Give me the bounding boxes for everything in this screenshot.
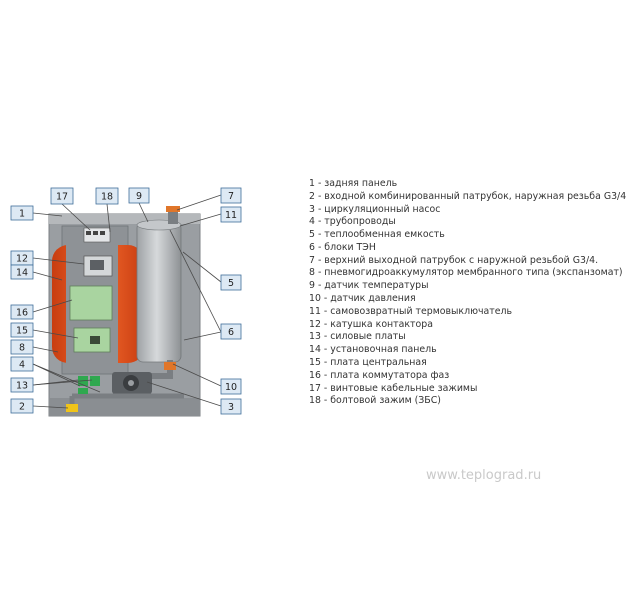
legend-item: 17 - винтовые кабельные зажимы	[309, 382, 478, 394]
svg-text:5: 5	[228, 278, 234, 289]
top-outlet-pipe	[168, 210, 178, 224]
callout-11: 11	[220, 206, 242, 223]
callout-2: 2	[10, 398, 34, 414]
callout-16: 16	[10, 304, 34, 320]
callout-5: 5	[220, 274, 242, 291]
callout-15: 15	[10, 322, 34, 338]
bottom-rail	[49, 398, 200, 416]
svg-text:4: 4	[19, 360, 25, 371]
legend-item: 5 - теплообменная емкость	[309, 229, 445, 241]
svg-text:18: 18	[101, 192, 113, 203]
svg-text:2: 2	[19, 402, 25, 413]
legend-item: 14 - установочная панель	[309, 344, 437, 356]
legend-item: 4 - трубопроводы	[309, 216, 396, 228]
watermark: www.teplograd.ru	[426, 468, 542, 483]
legend-item: 16 - плата коммутатора фаз	[309, 369, 450, 381]
svg-text:17: 17	[56, 192, 68, 203]
contactor-coil	[90, 260, 104, 270]
legend-item: 10 - датчик давления	[309, 293, 416, 305]
pipe-fitting	[164, 362, 176, 370]
callout-14: 14	[10, 264, 34, 280]
svg-text:13: 13	[16, 381, 28, 392]
svg-text:10: 10	[225, 382, 237, 393]
svg-text:15: 15	[16, 326, 28, 337]
top-rail	[49, 214, 200, 224]
svg-text:16: 16	[16, 308, 28, 319]
terminal-blocks	[83, 227, 111, 243]
svg-text:12: 12	[16, 254, 28, 265]
svg-text:11: 11	[225, 210, 237, 221]
top-outlet-nut	[166, 206, 180, 212]
callout-3: 3	[220, 398, 242, 415]
svg-text:1: 1	[19, 209, 25, 220]
callout-6: 6	[220, 323, 242, 340]
legend-item: 9 - датчик температуры	[309, 280, 429, 292]
leader-lines	[32, 194, 222, 409]
heat-exchange-tank	[136, 221, 182, 363]
legend-item: 1 - задняя панель	[309, 178, 398, 189]
svg-text:7: 7	[228, 191, 234, 202]
legend-item: 7 - верхний выходной патрубок с наружной…	[309, 254, 599, 266]
legend-item: 13 - силовые платы	[309, 331, 406, 343]
inlet-nut	[66, 404, 78, 412]
legend-item: 12 - катушка контактора	[309, 318, 433, 330]
svg-text:9: 9	[136, 191, 142, 202]
callout-18: 18	[95, 187, 119, 205]
legend-item: 3 - циркуляционный насос	[309, 203, 441, 215]
central-board-chip	[90, 336, 100, 344]
phase-switch-board	[69, 285, 113, 321]
svg-text:14: 14	[16, 268, 28, 279]
parts-legend: 1 - задняя панель 2 - входной комбиниров…	[309, 178, 626, 408]
callout-1: 1	[10, 205, 34, 221]
svg-text:3: 3	[228, 402, 234, 413]
legend-item: 8 - пневмогидроаккумулятор мембранного т…	[309, 267, 623, 279]
boiler-diagram: 1 12 14 16 15 8 4 13 2 17 18 9 7 11 5 6 …	[10, 187, 242, 417]
callout-9: 9	[128, 187, 150, 204]
callout-7: 7	[220, 187, 242, 204]
legend-item: 15 - плата центральная	[309, 356, 427, 368]
callout-13: 13	[10, 377, 34, 393]
callout-4: 4	[10, 356, 34, 372]
callout-10: 10	[220, 378, 242, 395]
legend-item: 11 - самовозвратный термовыключатель	[309, 305, 513, 317]
svg-text:6: 6	[228, 327, 234, 338]
legend-item: 2 - входной комбинированный патрубок, на…	[309, 190, 626, 202]
callout-17: 17	[50, 187, 74, 205]
svg-text:8: 8	[19, 343, 25, 354]
legend-item: 18 - болтовой зажим (ЗБС)	[309, 395, 441, 407]
legend-item: 6 - блоки ТЭН	[309, 241, 376, 253]
callout-12: 12	[10, 250, 34, 266]
callout-8: 8	[10, 339, 34, 355]
circulation-pump	[112, 372, 152, 394]
